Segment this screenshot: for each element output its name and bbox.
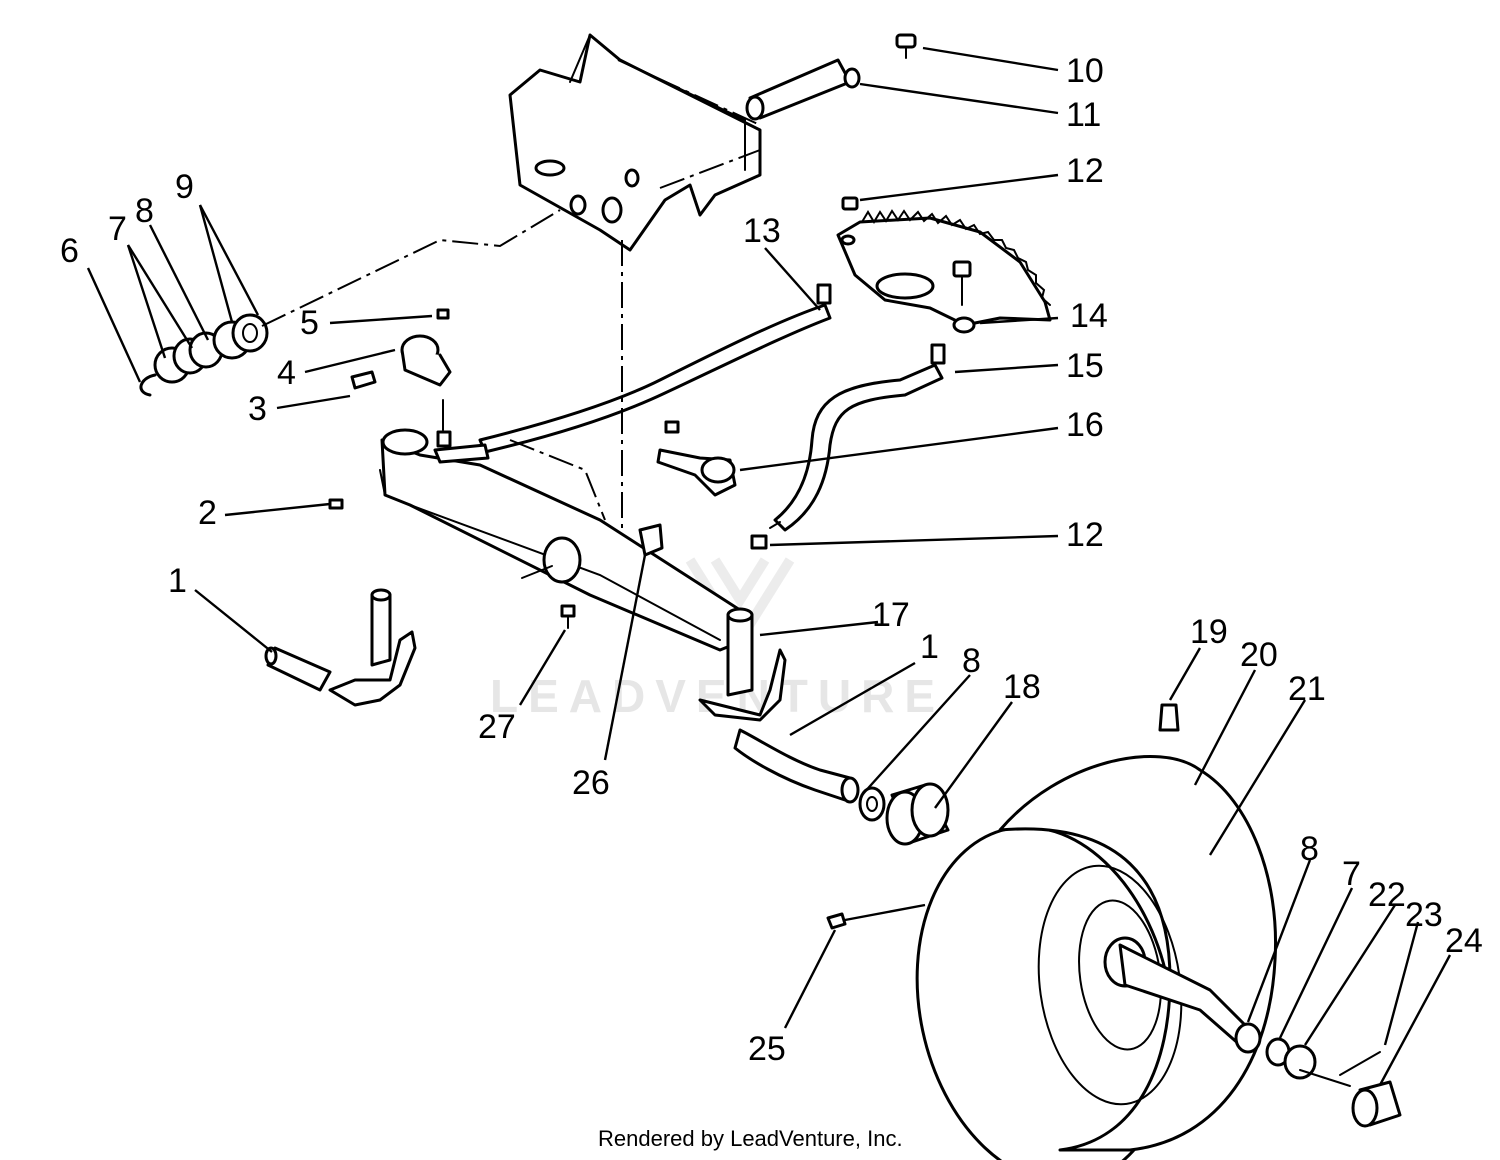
callout-19: 19 xyxy=(1190,613,1228,651)
spindle-right xyxy=(698,607,860,804)
small-hardware xyxy=(328,370,1180,930)
frame-bracket xyxy=(508,33,762,252)
callout-22: 22 xyxy=(1368,876,1406,914)
callout-5: 5 xyxy=(300,304,319,342)
footer-credit: Rendered by LeadVenture, Inc. xyxy=(598,1126,903,1151)
callout-6: 6 xyxy=(60,232,79,270)
callout-1: 1 xyxy=(168,562,187,600)
callout-27: 27 xyxy=(478,708,516,746)
washer-stack xyxy=(139,313,269,397)
callout-21: 21 xyxy=(1288,670,1326,708)
callout-2: 2 xyxy=(198,494,217,532)
callout-1-right: 1 xyxy=(920,628,939,666)
callout-24: 24 xyxy=(1445,922,1483,960)
sector-gear xyxy=(836,196,1052,334)
callout-leaders xyxy=(86,46,1452,1086)
callout-8-bushing: 8 xyxy=(962,642,981,680)
callout-3: 3 xyxy=(248,390,267,428)
callout-23: 23 xyxy=(1405,896,1443,934)
callout-12-bottom: 12 xyxy=(1066,516,1104,554)
pivot-pin xyxy=(745,33,917,121)
callout-12-top: 12 xyxy=(1066,152,1104,190)
callout-9: 9 xyxy=(175,168,194,206)
callout-20: 20 xyxy=(1240,636,1278,674)
callout-17: 17 xyxy=(872,596,910,634)
callout-14: 14 xyxy=(1070,297,1108,335)
callout-11: 11 xyxy=(1066,96,1101,134)
callout-13: 13 xyxy=(743,212,781,250)
callout-7-hub: 7 xyxy=(1342,855,1361,893)
drag-link xyxy=(769,343,946,532)
tie-rod xyxy=(478,283,832,454)
callout-labels: 1 2 3 4 5 6 7 8 9 10 11 12 13 14 15 16 1… xyxy=(60,52,1483,1068)
wheel-tire xyxy=(915,755,1278,1160)
hub-hardware xyxy=(1234,1022,1402,1128)
spindle-left xyxy=(264,588,417,707)
steering-knuckle-arm xyxy=(638,420,737,557)
callout-8: 8 xyxy=(135,192,154,230)
callout-15: 15 xyxy=(1066,347,1104,385)
callout-7: 7 xyxy=(108,210,127,248)
callout-25: 25 xyxy=(748,1030,786,1068)
callout-26: 26 xyxy=(572,764,610,802)
callout-8-hub: 8 xyxy=(1300,830,1319,868)
axle-beam xyxy=(379,428,747,652)
bushing xyxy=(858,782,950,846)
steering-arm xyxy=(400,308,490,464)
callout-10: 10 xyxy=(1066,52,1104,90)
callout-4: 4 xyxy=(277,354,296,392)
callout-16: 16 xyxy=(1066,406,1104,444)
callout-18: 18 xyxy=(1003,668,1041,706)
